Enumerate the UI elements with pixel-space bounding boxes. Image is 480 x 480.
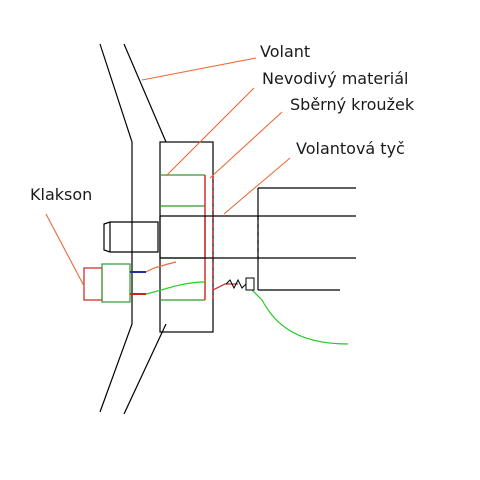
slip-ring	[204, 175, 214, 300]
wires	[145, 261, 349, 345]
label-volant: Volant	[260, 42, 310, 61]
spring-contact	[225, 277, 255, 291]
leader-sberny	[209, 111, 283, 179]
label-tyc: Volantová tyč	[296, 139, 405, 158]
label-nevodivy: Nevodivý materiál	[262, 69, 408, 88]
leader-nevodivy	[165, 87, 255, 177]
horn-box	[83, 263, 146, 303]
leader-tyc	[223, 157, 291, 215]
bolt	[103, 221, 159, 253]
steering-wheel	[99, 43, 167, 415]
leader-lines	[45, 57, 291, 287]
steering-column	[160, 187, 356, 291]
leader-volant	[141, 57, 257, 81]
label-sberny: Sběrný kroužek	[290, 95, 415, 114]
leader-klakson	[45, 213, 85, 287]
label-klakson: Klakson	[30, 185, 92, 204]
